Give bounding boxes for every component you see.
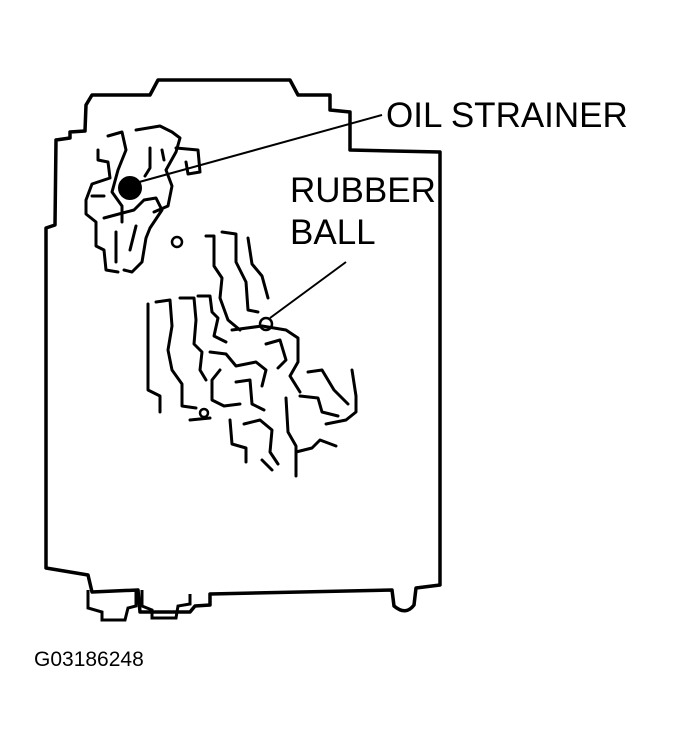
- strainer-passages: [84, 124, 202, 274]
- oil-strainer-label: OIL STRAINER: [386, 96, 628, 135]
- bottom-connectors: [86, 590, 192, 622]
- check-hole: [170, 235, 184, 249]
- passage-hole: [198, 407, 210, 419]
- oil-strainer-marker: [118, 176, 142, 200]
- main-passages: [146, 230, 358, 478]
- oil-strainer-leader: [131, 114, 383, 185]
- rubber-ball-leader: [269, 261, 347, 319]
- rubber-ball-marker: [258, 316, 274, 332]
- rubber-ball-label-line2: BALL: [290, 213, 376, 252]
- figure-id: G03186248: [34, 648, 144, 671]
- valve-body-plate: [44, 78, 442, 614]
- rubber-ball-label-line1: RUBBER: [290, 171, 436, 210]
